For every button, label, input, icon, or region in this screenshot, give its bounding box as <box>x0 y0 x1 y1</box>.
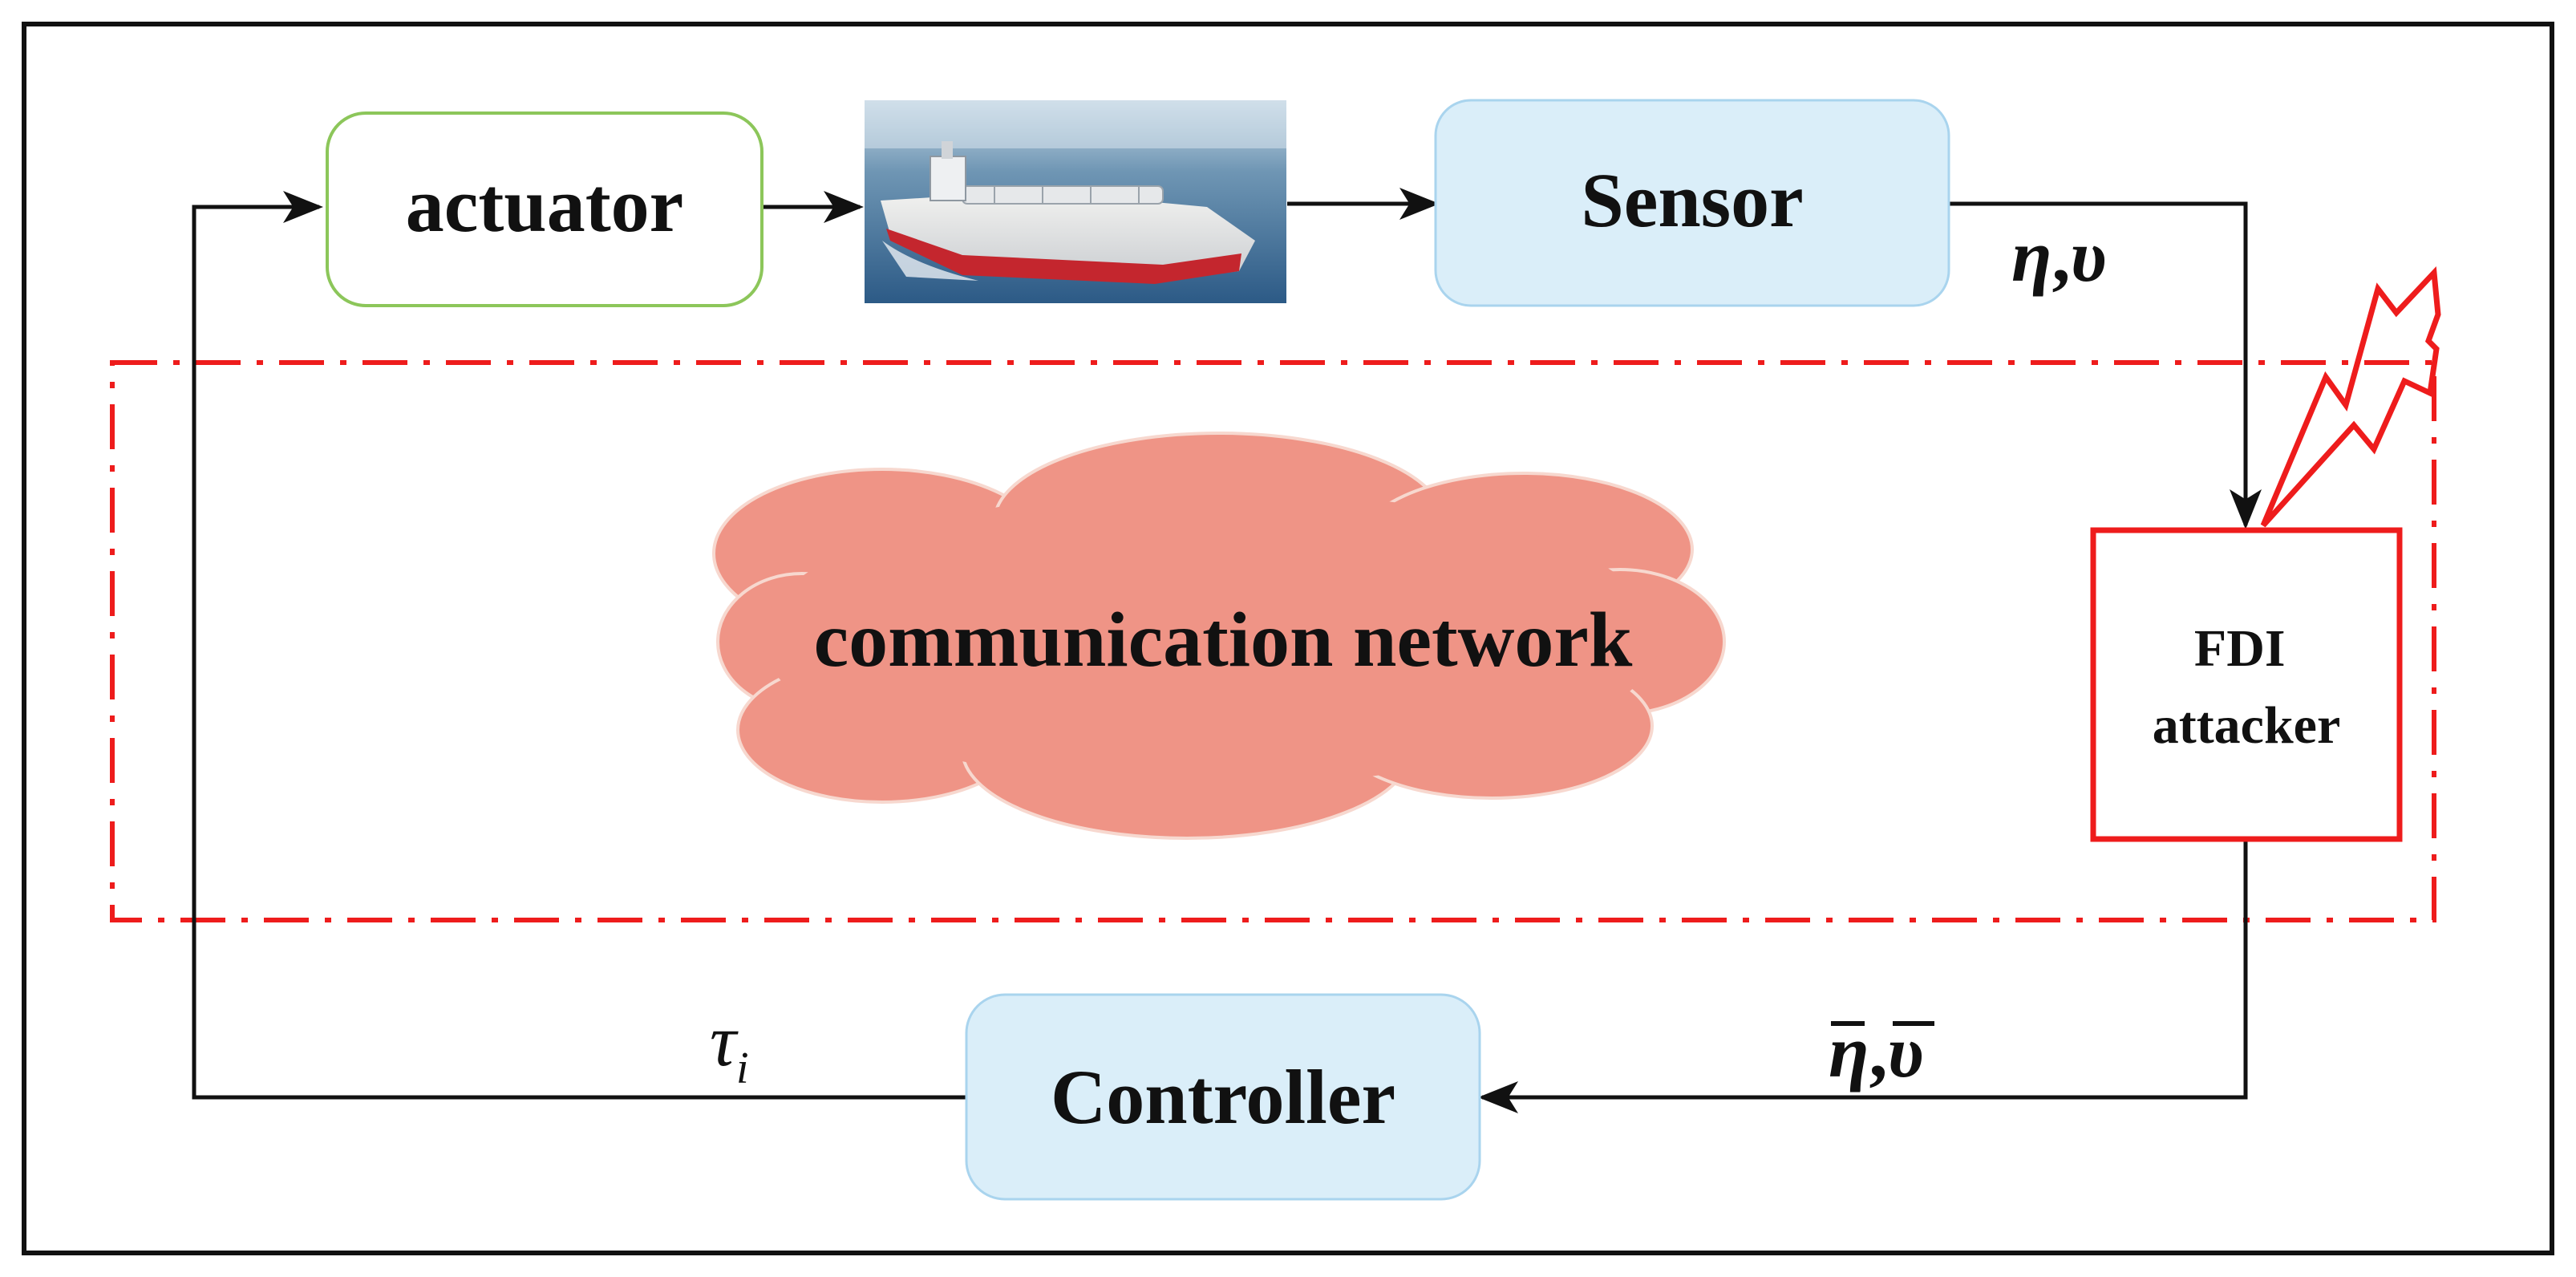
fdi-attacker-label: FDI attacker <box>2153 619 2341 755</box>
upsilon-symbol: υ <box>2071 215 2107 297</box>
lightning-bolt-icon <box>2260 266 2441 528</box>
actuator-label: actuator <box>406 162 684 248</box>
actuator-block <box>326 111 763 307</box>
sensor-output-label: η,υ <box>2011 215 2107 297</box>
sensor-label: Sensor <box>1581 157 1803 243</box>
separator: , <box>2052 215 2071 297</box>
fdi-attacker-line2: attacker <box>2153 696 2341 755</box>
feedback-wire <box>192 191 966 1100</box>
separator: , <box>1869 1011 1888 1093</box>
fdi-attacker-block <box>2090 527 2403 842</box>
tau-symbol: τ <box>710 999 739 1081</box>
network-label: communication network <box>814 597 1633 683</box>
network-boundary <box>110 360 2436 922</box>
sensor-block <box>1434 99 1950 307</box>
fdi-attacker-line1: FDI <box>2194 619 2286 678</box>
controller-block <box>965 993 1481 1201</box>
controller-label: Controller <box>1051 1054 1395 1140</box>
ship-image <box>865 100 1286 303</box>
attacker-to-controller-wire <box>1478 839 2248 1113</box>
attacked-signal-label: η,υ <box>1829 1011 1934 1093</box>
tau-subscript: i <box>736 1044 749 1093</box>
network-cloud <box>712 432 1726 840</box>
sensor-to-attacker-wire <box>1949 201 2262 529</box>
eta-symbol: η <box>2011 215 2052 297</box>
outer-frame <box>22 22 2554 1255</box>
signal-wires <box>192 188 2262 1113</box>
control-output-label: τi <box>710 999 749 1093</box>
